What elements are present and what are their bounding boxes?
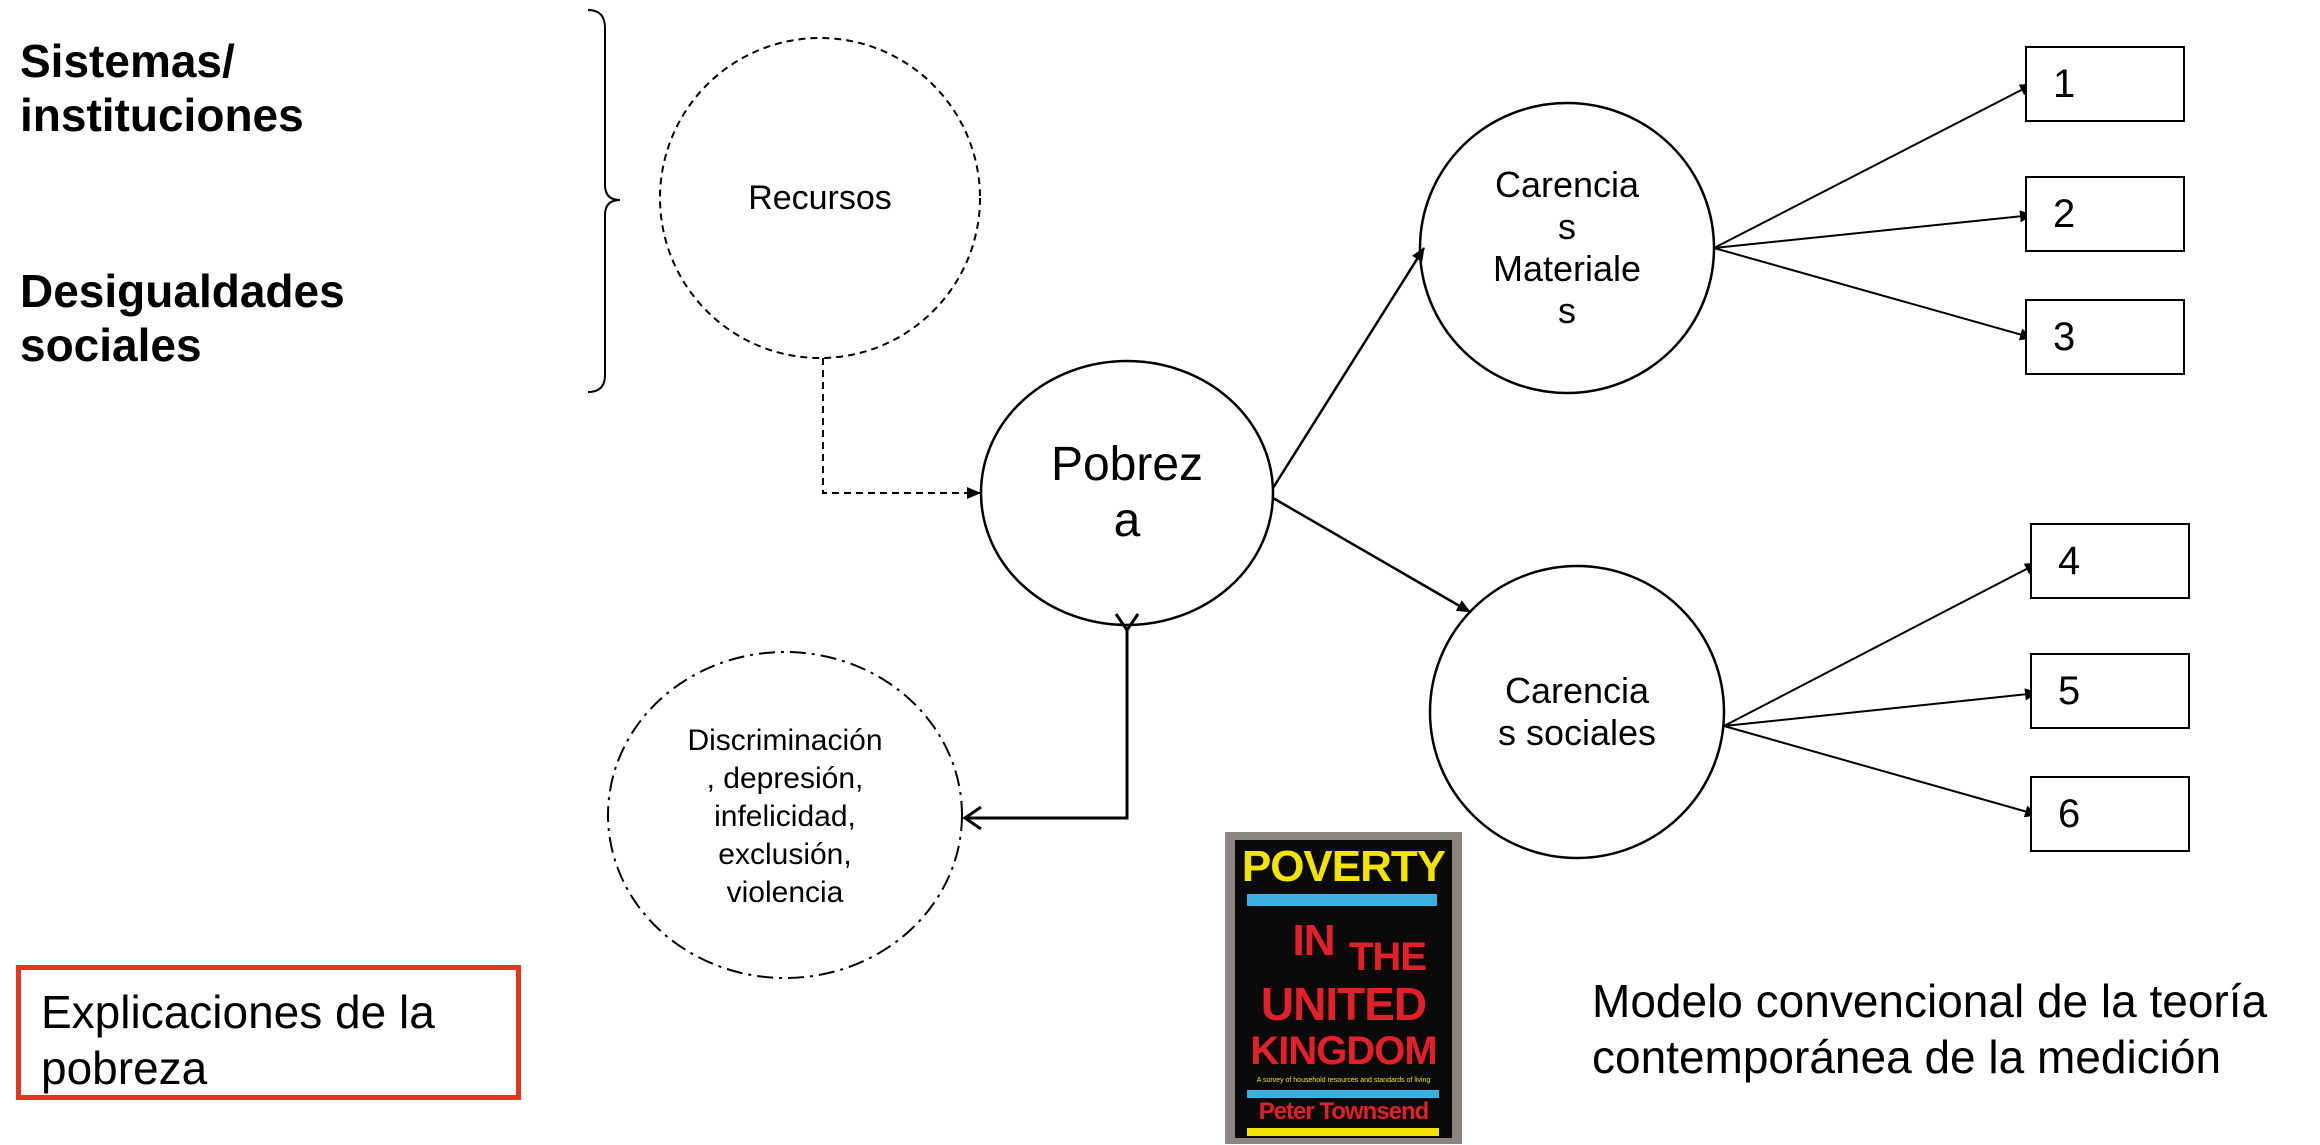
bracket	[587, 9, 621, 393]
book-title-the: THE	[1349, 935, 1427, 979]
desigualdades-label: Desigualdades sociales	[20, 265, 345, 371]
book-cover-image: POVERTY IN THE UNITED KINGDOM A survey o…	[1225, 832, 1462, 1144]
sociales-to-4-arrow	[1723, 562, 2039, 727]
pobreza-to-sociales-arrow	[1272, 496, 1471, 614]
pobreza-to-materiales-arrow	[1271, 247, 1426, 489]
recursos-label: Recursos	[748, 179, 892, 217]
book-blue-band-2	[1247, 1090, 1439, 1098]
discriminacion-label: Discriminación , depresión, infelicidad,…	[687, 724, 883, 909]
sociales-to-5-arrow	[1723, 688, 2039, 727]
discriminacion-circle	[607, 651, 963, 979]
model-caption: Modelo convencional de la teoría contemp…	[1592, 975, 2268, 1083]
book-subtitle: A survey of household resources and stan…	[1256, 1077, 1431, 1084]
sociales-to-6-arrow	[1723, 725, 2039, 818]
carencias-materiales-label: Carencia s Materiale s	[1492, 164, 1642, 331]
pobreza-discriminacion-arrow	[965, 630, 1127, 818]
pobreza-label: Pobrez a	[1050, 438, 1204, 547]
recursos-to-pobreza-arrow	[822, 358, 981, 499]
explicaciones-box: Explicaciones de la pobreza	[16, 965, 521, 1100]
box-1: 1	[2025, 46, 2185, 122]
materiales-to-2-arrow	[1713, 210, 2034, 249]
box-3: 3	[2025, 299, 2185, 375]
materiales-to-1-arrow	[1713, 83, 2034, 249]
materiales-to-3-arrow	[1713, 247, 2034, 341]
box-4: 4	[2030, 523, 2190, 599]
book-title-poverty: POVERTY	[1241, 842, 1446, 891]
recursos-circle	[659, 37, 981, 359]
sistemas-label: Sistemas/ instituciones	[20, 35, 304, 141]
box-2: 2	[2025, 176, 2185, 252]
carencias-sociales-label: Carencia s sociales	[1497, 670, 1657, 753]
book-author: Peter Townsend	[1258, 1098, 1430, 1125]
book-blue-band	[1247, 894, 1437, 906]
book-title-united: UNITED	[1260, 978, 1427, 1030]
book-title-kingdom: KINGDOM	[1250, 1029, 1437, 1073]
carencias-sociales-circle	[1428, 564, 1726, 860]
book-title-in: IN	[1292, 916, 1336, 965]
box-5: 5	[2030, 653, 2190, 729]
box-6: 6	[2030, 776, 2190, 852]
book-yellow-band	[1247, 1128, 1439, 1136]
